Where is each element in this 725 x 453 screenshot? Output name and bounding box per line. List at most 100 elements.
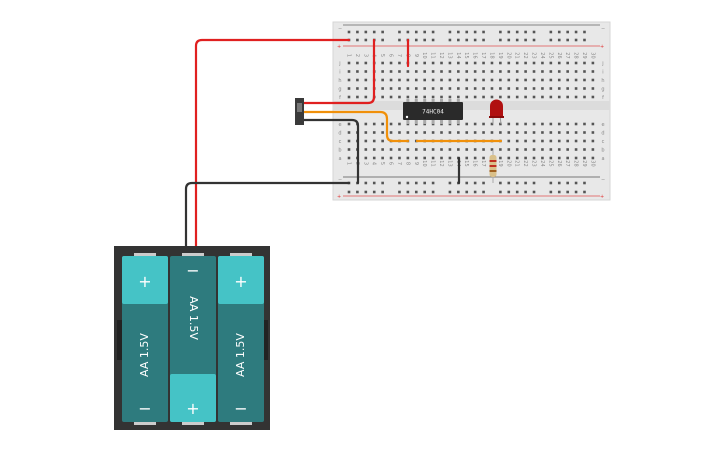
rail-hole[interactable]: [457, 30, 460, 34]
hole[interactable]: [583, 95, 586, 99]
rail-hole[interactable]: [482, 30, 485, 34]
rail-hole[interactable]: [583, 190, 586, 194]
hole[interactable]: [583, 139, 586, 143]
hole[interactable]: [389, 122, 393, 126]
hole[interactable]: [364, 148, 368, 151]
hole[interactable]: [591, 87, 595, 90]
rail-hole[interactable]: [381, 190, 384, 194]
rail-hole[interactable]: [557, 190, 561, 194]
hole[interactable]: [389, 131, 393, 134]
hole[interactable]: [524, 95, 527, 99]
hole[interactable]: [515, 131, 519, 134]
rail-hole[interactable]: [465, 30, 469, 34]
hole[interactable]: [574, 78, 578, 82]
hole[interactable]: [372, 139, 376, 143]
hole[interactable]: [364, 78, 368, 82]
hole[interactable]: [557, 70, 561, 73]
hole[interactable]: [414, 87, 418, 90]
slide-switch[interactable]: [295, 98, 304, 125]
hole[interactable]: [549, 95, 553, 99]
hole[interactable]: [482, 156, 485, 160]
hole[interactable]: [347, 87, 351, 90]
hole[interactable]: [532, 78, 536, 82]
hole[interactable]: [406, 70, 410, 73]
rail-hole[interactable]: [515, 181, 519, 185]
hole[interactable]: [389, 148, 393, 151]
hole[interactable]: [549, 61, 553, 65]
hole[interactable]: [549, 70, 553, 73]
hole[interactable]: [381, 122, 384, 126]
hole[interactable]: [398, 70, 401, 73]
rail-hole[interactable]: [566, 30, 569, 34]
hole[interactable]: [381, 87, 384, 90]
rail-hole[interactable]: [448, 181, 452, 185]
hole[interactable]: [557, 156, 561, 160]
battery-pack[interactable]: +−AA 1.5V+−AA 1.5V+−AA 1.5V: [114, 246, 270, 430]
hole[interactable]: [423, 61, 426, 65]
hole[interactable]: [473, 156, 477, 160]
rail-hole[interactable]: [566, 190, 569, 194]
hole[interactable]: [473, 87, 477, 90]
hole[interactable]: [524, 131, 527, 134]
hole[interactable]: [448, 148, 452, 151]
hole[interactable]: [583, 70, 586, 73]
hole[interactable]: [557, 87, 561, 90]
hole[interactable]: [583, 87, 586, 90]
hole[interactable]: [356, 78, 359, 82]
hole[interactable]: [515, 156, 519, 160]
hole[interactable]: [507, 61, 511, 65]
rail-hole[interactable]: [372, 30, 376, 34]
hole[interactable]: [532, 87, 536, 90]
rail-hole[interactable]: [423, 38, 426, 42]
hole[interactable]: [532, 131, 536, 134]
hole[interactable]: [356, 87, 359, 90]
hole[interactable]: [465, 131, 469, 134]
rail-hole[interactable]: [515, 30, 519, 34]
rail-hole[interactable]: [566, 38, 569, 42]
hole[interactable]: [557, 139, 561, 143]
hole[interactable]: [507, 70, 511, 73]
hole[interactable]: [423, 78, 426, 82]
hole[interactable]: [549, 87, 553, 90]
hole[interactable]: [532, 95, 536, 99]
hole[interactable]: [499, 70, 502, 73]
rail-hole[interactable]: [364, 38, 368, 42]
hole[interactable]: [347, 78, 351, 82]
hole[interactable]: [440, 148, 443, 151]
hole[interactable]: [398, 95, 401, 99]
hole[interactable]: [440, 78, 443, 82]
hole[interactable]: [490, 148, 494, 151]
hole[interactable]: [557, 131, 561, 134]
hole[interactable]: [507, 87, 511, 90]
hole[interactable]: [431, 156, 435, 160]
hole[interactable]: [406, 148, 410, 151]
hole[interactable]: [465, 87, 469, 90]
hole[interactable]: [490, 70, 494, 73]
rail-hole[interactable]: [583, 38, 586, 42]
hole[interactable]: [398, 78, 401, 82]
hole[interactable]: [465, 95, 469, 99]
hole[interactable]: [465, 122, 469, 126]
rail-hole[interactable]: [499, 181, 502, 185]
hole[interactable]: [431, 87, 435, 90]
hole[interactable]: [389, 156, 393, 160]
rail-hole[interactable]: [532, 181, 536, 185]
hole[interactable]: [347, 95, 351, 99]
hole[interactable]: [566, 95, 569, 99]
rail-hole[interactable]: [347, 190, 351, 194]
hole[interactable]: [414, 95, 418, 99]
rail-hole[interactable]: [457, 38, 460, 42]
rail-hole[interactable]: [524, 30, 527, 34]
hole[interactable]: [398, 156, 401, 160]
hole[interactable]: [414, 131, 418, 134]
hole[interactable]: [482, 87, 485, 90]
hole[interactable]: [364, 156, 368, 160]
rail-hole[interactable]: [414, 38, 418, 42]
hole[interactable]: [465, 156, 469, 160]
hole[interactable]: [423, 156, 426, 160]
hole[interactable]: [423, 148, 426, 151]
hole[interactable]: [532, 139, 536, 143]
hole[interactable]: [448, 156, 452, 160]
rail-hole[interactable]: [574, 38, 578, 42]
hole[interactable]: [499, 148, 502, 151]
